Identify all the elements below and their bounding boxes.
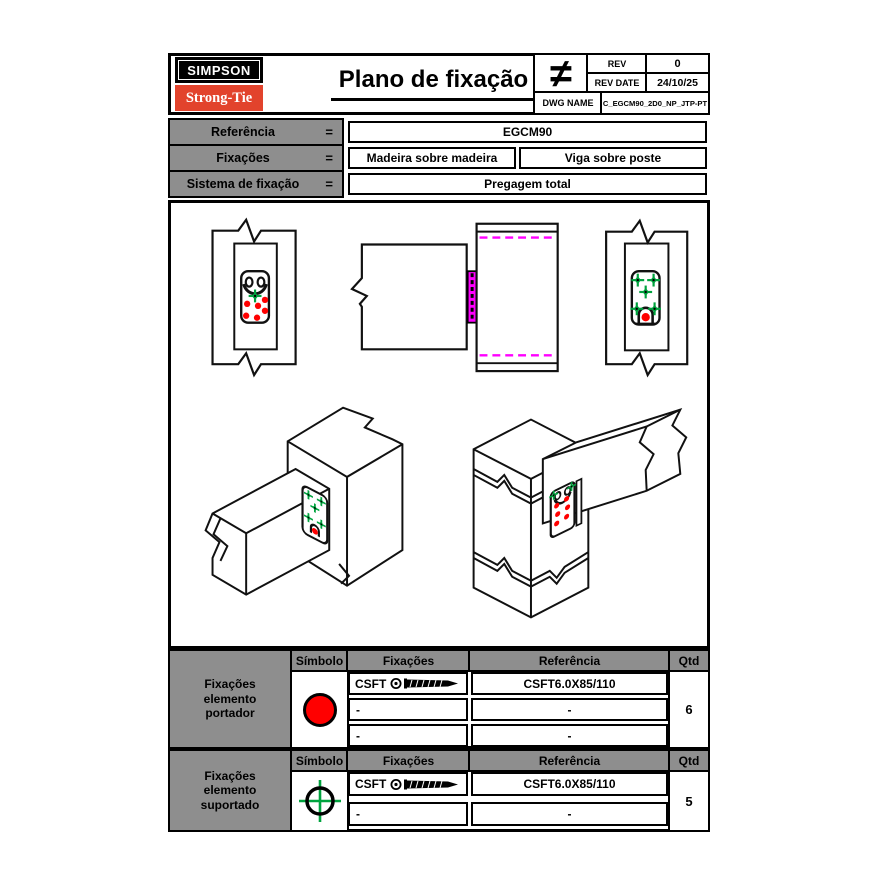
ref-row3-label-cell: Sistema de fixação = <box>168 170 344 198</box>
rev-value: 0 <box>645 53 710 74</box>
ref-row2-value1: Madeira sobre madeira <box>348 147 516 169</box>
iso-bracket-red-side <box>548 477 583 538</box>
dwg-name-label: DWG NAME <box>533 91 603 115</box>
ref-row2-label: Fixações <box>216 151 270 165</box>
bracket-face <box>240 270 271 324</box>
iso-view-post-side <box>204 406 404 596</box>
sheet-title: Plano de fixação <box>330 66 537 101</box>
beam-box <box>204 467 331 596</box>
nail-pocket <box>637 306 654 324</box>
col-header-simbolo: Símbolo <box>290 749 349 772</box>
portador-reference-row2: - <box>471 698 668 721</box>
green-crosshair-symbol-icon <box>298 780 341 822</box>
portador-fixing-row2: - <box>348 698 468 721</box>
beam-side-outline <box>350 243 468 351</box>
col-header-simbolo: Símbolo <box>290 649 349 672</box>
portador-qty: 6 <box>668 670 710 749</box>
simpson-logo: SIMPSON <box>175 57 263 83</box>
not-equal-icon: ≠ <box>550 51 572 96</box>
portador-fixing-row1: CSFT <box>348 672 468 695</box>
red-dot-symbol-icon <box>302 692 337 727</box>
fixing-code: CSFT <box>355 676 387 691</box>
strongtie-logo: Strong-Tie <box>175 85 263 111</box>
rev-label: REV <box>586 53 648 74</box>
suportado-symbol-cell <box>290 770 349 832</box>
ref-row1-label-cell: Referência = <box>168 118 344 146</box>
ref-row3-value: Pregagem total <box>348 173 707 195</box>
drawing-sheet: SIMPSON Strong-Tie Plano de fixação ≠ RE… <box>168 53 710 833</box>
portador-fixing-row3: - <box>348 724 468 747</box>
break-band <box>473 468 532 499</box>
post-outline-with-break <box>211 217 297 378</box>
red-fastener-markers <box>242 296 269 321</box>
break-line <box>212 518 229 562</box>
fixing-code: CSFT <box>355 777 387 791</box>
sheet-title-wrap: Plano de fixação <box>266 53 601 113</box>
equals-sign: = <box>325 150 333 166</box>
suportado-reference-row1: CSFT6.0X85/110 <box>471 772 668 796</box>
col-header-qtd: Qtd <box>668 649 710 672</box>
portador-reference-row1: CSFT6.0X85/110 <box>471 672 668 695</box>
equals-sign: = <box>325 176 333 192</box>
simpson-logo-text: SIMPSON <box>178 60 260 80</box>
front-view-post-face <box>211 217 297 378</box>
col-header-referencia: Referência <box>468 649 671 672</box>
equals-sign: = <box>325 124 333 140</box>
red-fastener-marker <box>641 313 650 322</box>
suportado-fixing-row2: - <box>348 802 468 826</box>
front-view-beam-face <box>605 218 689 378</box>
side-section-view <box>350 222 559 373</box>
ref-row3-label: Sistema de fixação <box>186 177 300 191</box>
screw-icon <box>390 678 459 689</box>
suportado-qty: 5 <box>668 770 710 832</box>
not-equal-symbol-cell: ≠ <box>533 53 589 94</box>
ref-row1-value: EGCM90 <box>348 121 707 143</box>
portador-group-label: Fixações elemento portador <box>168 649 292 749</box>
ref-row1-label: Referência <box>211 125 275 139</box>
portador-reference-row3: - <box>471 724 668 747</box>
col-header-fixacoes: Fixações <box>346 649 471 672</box>
col-header-fixacoes: Fixações <box>346 749 471 772</box>
dwg-name-value: C_EGCM90_2D0_NP_JTP-PT <box>600 91 710 115</box>
col-header-qtd: Qtd <box>668 749 710 772</box>
beam-outline-with-break <box>605 218 689 378</box>
technical-drawing <box>204 217 689 619</box>
screw-icon <box>390 778 459 790</box>
suportado-group-label: Fixações elemento suportado <box>168 749 292 832</box>
iso-bracket-green-side <box>301 485 329 545</box>
break-line <box>638 426 655 491</box>
suportado-reference-row2: - <box>471 802 668 826</box>
ref-row2-value2: Viga sobre poste <box>519 147 707 169</box>
portador-symbol-cell <box>290 670 349 749</box>
col-header-referencia: Referência <box>468 749 671 772</box>
suportado-fixing-row1: CSFT <box>348 772 468 796</box>
ref-row2-label-cell: Fixações = <box>168 144 344 172</box>
post-side-outline <box>475 222 559 373</box>
drawing-area <box>168 200 710 649</box>
